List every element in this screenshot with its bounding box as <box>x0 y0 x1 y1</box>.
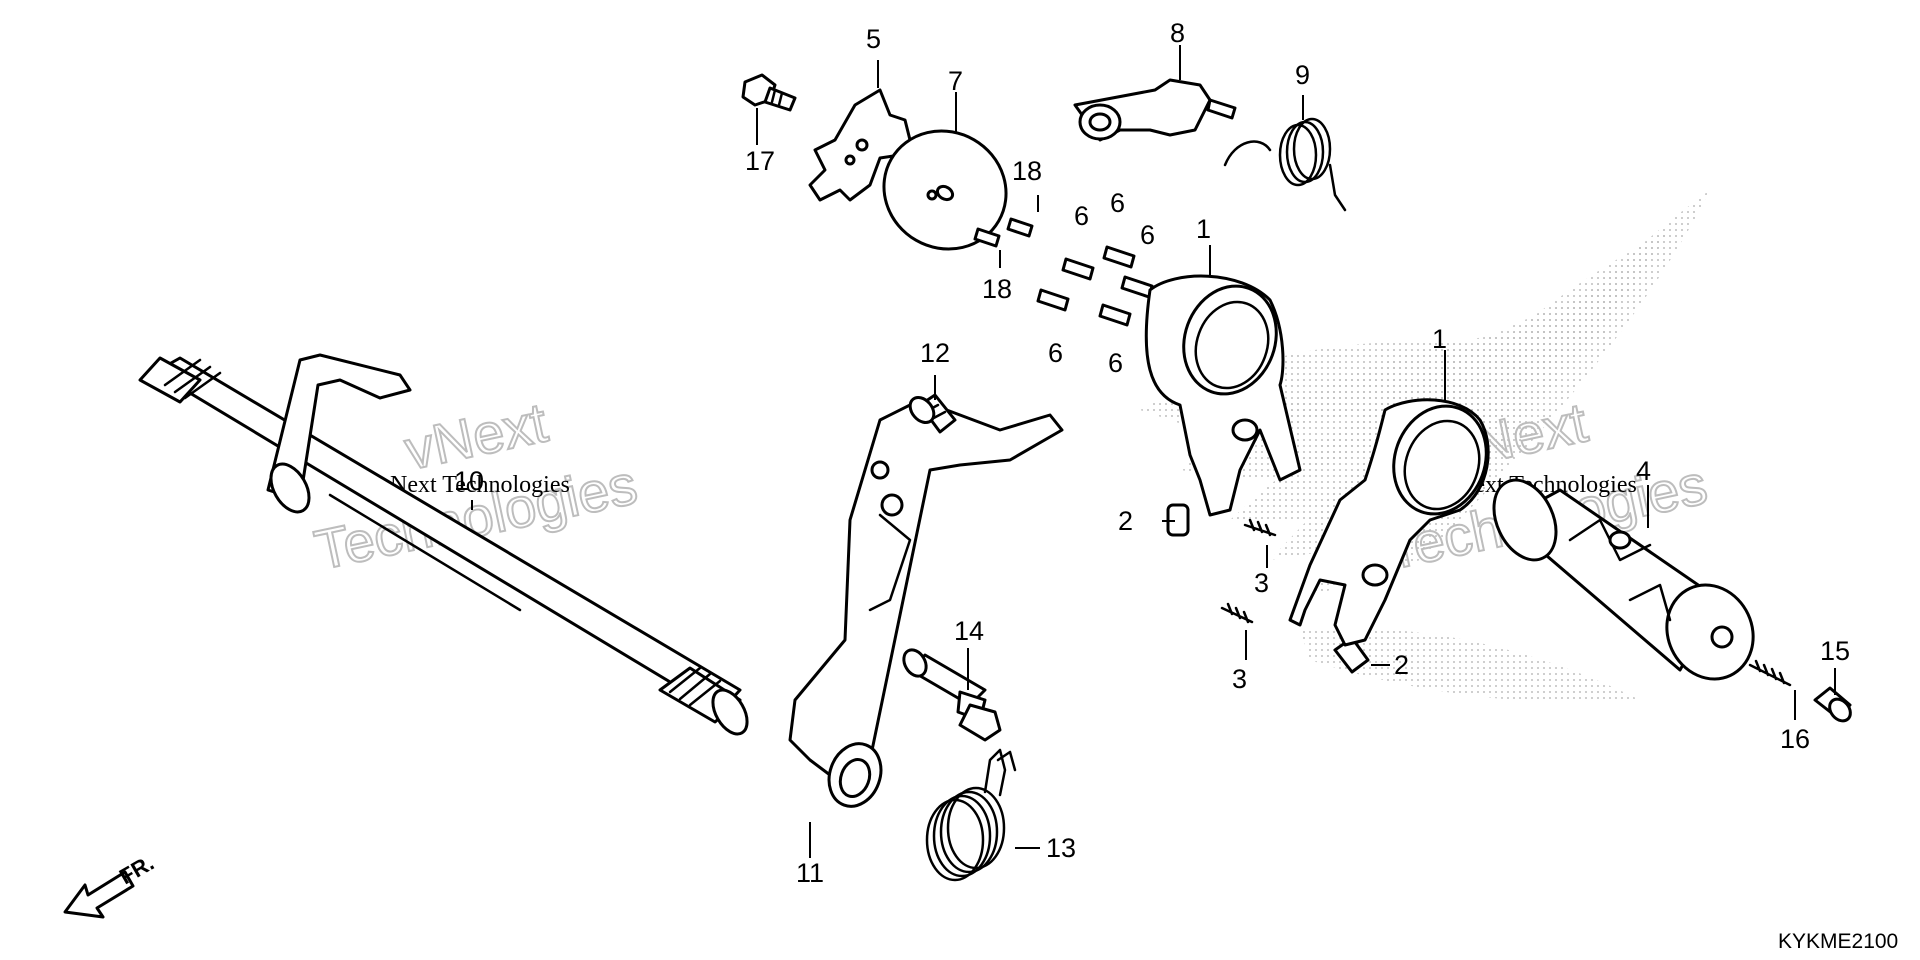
callout-6-b: 6 <box>1110 188 1125 218</box>
callout-2-upper: 2 <box>1118 506 1133 536</box>
callout-6-e: 6 <box>1108 348 1123 378</box>
shift-fork-upper <box>1144 274 1302 517</box>
callout-1-upper: 1 <box>1196 214 1211 244</box>
gearshift-arm <box>788 398 1064 808</box>
callout-17: 17 <box>745 146 775 176</box>
callout-18-bottom: 18 <box>982 274 1012 304</box>
front-arrow: FR. <box>63 850 158 919</box>
callout-3-upper: 3 <box>1254 568 1269 598</box>
callout-14: 14 <box>954 616 984 646</box>
callout-6-c: 6 <box>1140 220 1155 250</box>
fork-springs <box>1220 518 1277 624</box>
return-spring <box>925 748 1017 882</box>
callout-9: 9 <box>1295 60 1310 90</box>
diagram-code: KYKME2100 <box>1778 930 1898 953</box>
drum-plug <box>1813 686 1852 723</box>
leader-lines <box>471 45 1836 858</box>
shift-drum <box>1492 478 1755 681</box>
callout-16: 16 <box>1780 724 1810 754</box>
callout-15: 15 <box>1820 636 1850 666</box>
callout-18-top: 18 <box>1012 156 1042 186</box>
callout-4: 4 <box>1636 456 1651 486</box>
callout-3-lower: 3 <box>1232 664 1247 694</box>
callout-1-lower: 1 <box>1432 324 1447 354</box>
stopper-spring <box>1223 117 1347 212</box>
shift-fork-lower <box>1288 398 1490 647</box>
gearshift-spindle <box>138 353 749 736</box>
callout-6-a: 6 <box>1074 201 1089 231</box>
stopper-pin <box>908 393 957 434</box>
shift-drum-arm <box>1073 78 1237 142</box>
washer-plate <box>882 129 1008 251</box>
stopper-plate <box>808 88 912 202</box>
callout-8: 8 <box>1170 18 1185 48</box>
spring-pin <box>902 648 1002 742</box>
callout-5: 5 <box>866 24 881 54</box>
callout-10: 10 <box>454 466 484 496</box>
drum-spring <box>1748 659 1792 687</box>
dowel-pins <box>973 217 1034 248</box>
flange-bolt <box>741 73 797 112</box>
callouts: 5 7 8 9 17 18 18 6 6 6 6 6 1 1 4 12 10 2… <box>454 18 1850 888</box>
drum-pins <box>1036 245 1154 327</box>
callout-2-lower: 2 <box>1394 650 1409 680</box>
callout-11: 11 <box>796 858 824 888</box>
callout-12: 12 <box>920 338 950 368</box>
callout-7: 7 <box>948 66 963 96</box>
callout-13: 13 <box>1046 833 1076 863</box>
callout-6-d: 6 <box>1048 338 1063 368</box>
